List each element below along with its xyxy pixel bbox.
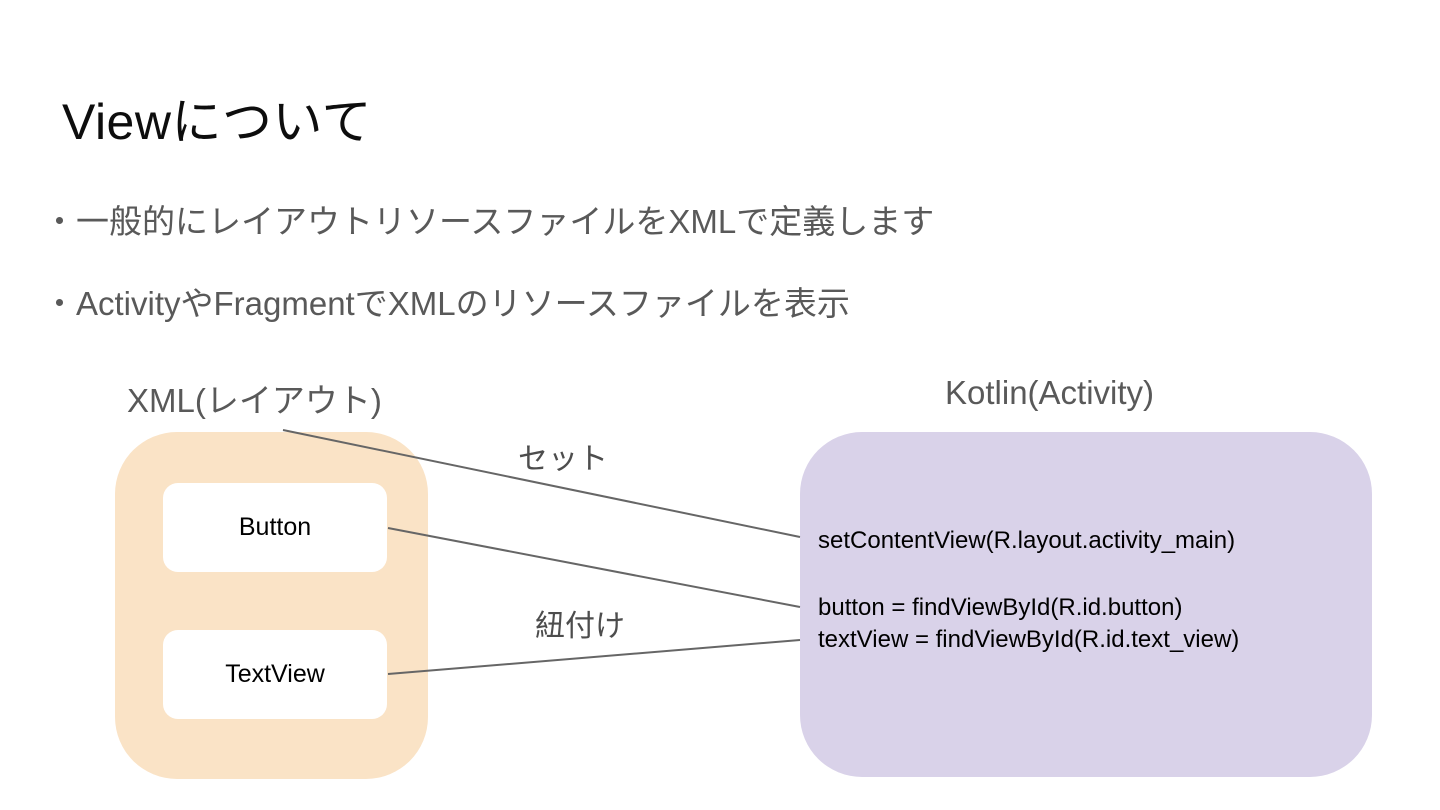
xml-layout-box: Button TextView — [115, 432, 428, 779]
button-connector-line — [387, 527, 801, 608]
button-widget-box: Button — [163, 483, 387, 572]
kotlin-code-block: setContentView(R.layout.activity_main) b… — [818, 525, 1239, 656]
textview-widget-label: TextView — [225, 660, 325, 688]
kotlin-activity-label: Kotlin(Activity) — [945, 374, 1155, 411]
code-line-textview-findviewbyid: textView = findViewById(R.id.text_view) — [818, 626, 1240, 653]
kotlin-activity-box: setContentView(R.layout.activity_main) b… — [800, 432, 1372, 777]
button-widget-label: Button — [238, 513, 312, 541]
textview-widget-box: TextView — [163, 630, 387, 719]
code-line-setcontentview: setContentView(R.layout.activity_main) — [818, 527, 1236, 554]
bind-connector-label: 紐付け — [535, 610, 625, 643]
xml-layout-label: XML(レイアウト) — [127, 382, 382, 419]
slide-title: Viewについて — [62, 94, 372, 150]
set-connector-label: セット — [518, 443, 608, 476]
textview-connector-line — [387, 639, 801, 675]
code-line-button-findviewbyid: button = findViewById(R.id.button) — [818, 594, 1183, 621]
bullet-xml-definition: ・一般的にレイアウトリソースファイルをXMLで定義します — [43, 203, 935, 240]
bullet-activity-fragment: ・ActivityやFragmentでXMLのリソースファイルを表示 — [43, 285, 850, 322]
